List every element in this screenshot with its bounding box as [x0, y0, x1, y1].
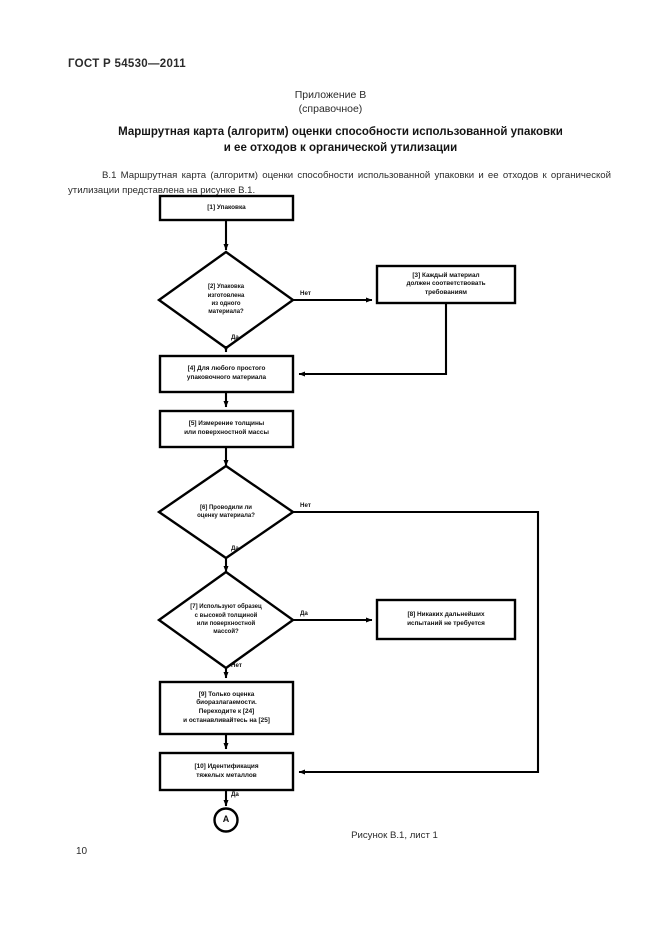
node-7-shape — [156, 570, 296, 670]
edge-label-n10-yes: Да — [231, 791, 239, 798]
node-5-shape — [158, 409, 295, 449]
node-1-shape — [158, 194, 295, 222]
title-line-2: и ее отходов к органической утилизации — [223, 142, 458, 154]
annex-text-2: (справочное) — [298, 103, 363, 115]
node-9-shape — [158, 680, 295, 736]
node-2-shape — [156, 250, 296, 350]
edge-label-n6-no: Нет — [300, 502, 311, 509]
page-number: 10 — [76, 846, 88, 857]
connector-a-label: А — [222, 814, 230, 824]
node-6-shape — [156, 464, 296, 560]
title-line-1: Маршрутная карта (алгоритм) оценки спосо… — [118, 126, 563, 138]
annex-text-1: Приложение В — [294, 89, 367, 101]
intro-paragraph: В.1 Маршрутная карта (алгоритм) оценки с… — [68, 168, 611, 198]
edge-label-n7-yes: Да — [300, 610, 308, 617]
connector-a-shape — [213, 807, 239, 833]
edge-label-n2-no: Нет — [300, 290, 311, 297]
edge-label-n6-yes: Да — [231, 545, 239, 552]
annex-line-1: Приложение В — [295, 89, 367, 101]
node-8-shape — [375, 598, 517, 641]
edge-label-n2-yes: Да — [231, 334, 239, 341]
edge-label-n7-no: Нет — [231, 662, 242, 669]
page-title: Маршрутная карта (алгоритм) оценки спосо… — [60, 124, 621, 156]
figure-caption: Рисунок В.1, лист 1 — [351, 830, 438, 841]
node-10-shape — [158, 751, 295, 792]
standard-header: ГОСТ Р 54530—2011 — [68, 58, 186, 70]
node-3-shape — [375, 264, 517, 305]
paragraph-text: В.1 Маршрутная карта (алгоритм) оценки с… — [68, 170, 611, 196]
node-4-shape — [158, 354, 295, 394]
annex-heading: Приложение В (справочное) — [0, 88, 661, 116]
